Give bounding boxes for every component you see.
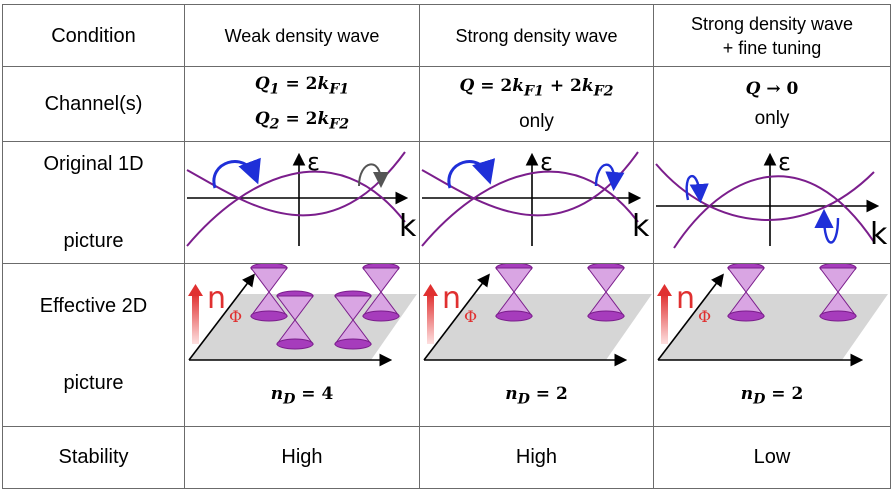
stability-fine: Low: [653, 426, 891, 489]
plane-axis-y: [657, 273, 724, 361]
row-label-channels: Channel(s): [2, 66, 185, 142]
band-curve-1: [421, 151, 639, 217]
scattering-arrow-down: [685, 174, 709, 204]
row-label-effective-2d: Effective 2D picture: [2, 263, 185, 427]
header-fine-tuning: Strong density wave + fine tuning: [653, 4, 891, 67]
row-label-stability: Stability: [2, 426, 185, 489]
header-fine-line1: Strong density wave: [690, 13, 854, 34]
dirac-cone: [587, 264, 625, 322]
scattering-arrow-blue: [212, 157, 261, 189]
comparison-table: Condition Weak density wave Strong densi…: [2, 4, 891, 489]
scattering-arrow-up: [814, 208, 840, 244]
n-phi-arrow-head: [657, 284, 672, 296]
n-label: n: [676, 281, 695, 316]
row-label-original-1d-picture: picture: [63, 229, 124, 252]
dirac-diagram-weak: n Φ: [188, 264, 417, 367]
dirac-cone: [495, 264, 533, 322]
band-diagram-strong: ε k: [421, 148, 650, 247]
band-diagram-fine: ε k: [655, 148, 888, 252]
header-row: Condition Weak density wave Strong densi…: [2, 4, 891, 67]
n-phi-arrow-shaft: [192, 294, 199, 344]
channels-fine: Q → 0 only: [653, 66, 891, 142]
stability-strong: High: [419, 426, 654, 489]
momentum-label: k: [632, 209, 650, 244]
plane-axis-y: [423, 273, 490, 361]
dirac-diagram-fine: n Φ: [657, 264, 888, 367]
dirac-picture-strong: n Φ nD = 2: [419, 263, 654, 427]
dirac-cone: [819, 264, 857, 322]
channels-weak: Q1 = 2kF1 Q2 = 2kF2: [184, 66, 420, 142]
stability-weak: High: [184, 426, 420, 489]
dirac-diagram-strong: n Φ: [423, 264, 652, 367]
band-curve-2: [421, 170, 639, 247]
channel-q-zero: Q → 0: [745, 79, 799, 99]
effective-2d-row: Effective 2D picture: [2, 263, 891, 427]
channel-strong-only: only: [519, 110, 554, 132]
channel-q2: Q2 = 2kF2: [254, 109, 350, 133]
n-label: n: [207, 281, 226, 316]
header-strong-density-wave: Strong density wave: [419, 4, 654, 67]
energy-label: ε: [778, 148, 791, 176]
energy-label: ε: [540, 148, 553, 176]
band-picture-weak: ε k: [184, 141, 420, 264]
scattering-arrow-blue-right: [594, 163, 625, 192]
n-label: n: [442, 281, 461, 316]
stability-row: Stability High High Low: [2, 426, 891, 489]
band-diagram-weak: ε k: [186, 148, 417, 247]
band-curve-2: [673, 175, 875, 249]
channel-fine-only: only: [754, 108, 790, 129]
n-phi-arrow-head: [423, 284, 438, 296]
row-label-effective-2d-picture: picture: [63, 372, 124, 394]
phi-label: Φ: [698, 307, 711, 326]
header-condition: Condition: [2, 4, 185, 67]
scattering-arrow-blue-left: [447, 158, 496, 189]
channels-strong: Q = 2kF1 + 2kF2 only: [419, 66, 654, 142]
band-curve-1: [186, 151, 406, 217]
header-weak-density-wave: Weak density wave: [184, 4, 420, 67]
dirac-count-weak: nD = 4: [270, 383, 334, 407]
dirac-picture-weak: n Φ nD = 4: [184, 263, 420, 427]
channel-q1: Q1 = 2kF1: [254, 73, 350, 97]
dirac-cone: [362, 264, 400, 322]
dirac-picture-fine: n Φ nD = 2: [653, 263, 891, 427]
momentum-label: k: [399, 209, 417, 244]
scattering-arrow-gray: [358, 163, 389, 188]
dirac-cone: [727, 264, 765, 322]
channel-q-sum: Q = 2kF1 + 2kF2: [459, 76, 614, 100]
row-label-original-1d: Original 1D picture: [2, 141, 185, 264]
momentum-label: k: [870, 217, 888, 252]
band-curve-1: [655, 163, 875, 221]
dirac-count-fine: nD = 2: [740, 383, 804, 407]
header-fine-line2: + fine tuning: [722, 37, 822, 58]
dirac-count-strong: nD = 2: [505, 383, 568, 407]
band-curve-2: [186, 170, 406, 247]
phi-label: Φ: [229, 307, 242, 326]
original-1d-row: Original 1D picture ε k: [2, 141, 891, 264]
energy-label: ε: [307, 148, 320, 176]
row-label-original-1d-title: Original 1D: [43, 152, 144, 175]
n-phi-arrow-shaft: [427, 294, 434, 344]
n-phi-arrow-head: [188, 284, 203, 296]
phi-label: Φ: [464, 307, 477, 326]
channels-row: Channel(s) Q1 = 2kF1 Q2 = 2kF2 Q = 2kF1 …: [2, 66, 891, 142]
n-phi-arrow-shaft: [661, 294, 668, 344]
row-label-effective-2d-title: Effective 2D: [39, 295, 148, 317]
plane-axis-y: [188, 273, 255, 361]
band-picture-fine: ε k: [653, 141, 891, 264]
band-picture-strong: ε k: [419, 141, 654, 264]
